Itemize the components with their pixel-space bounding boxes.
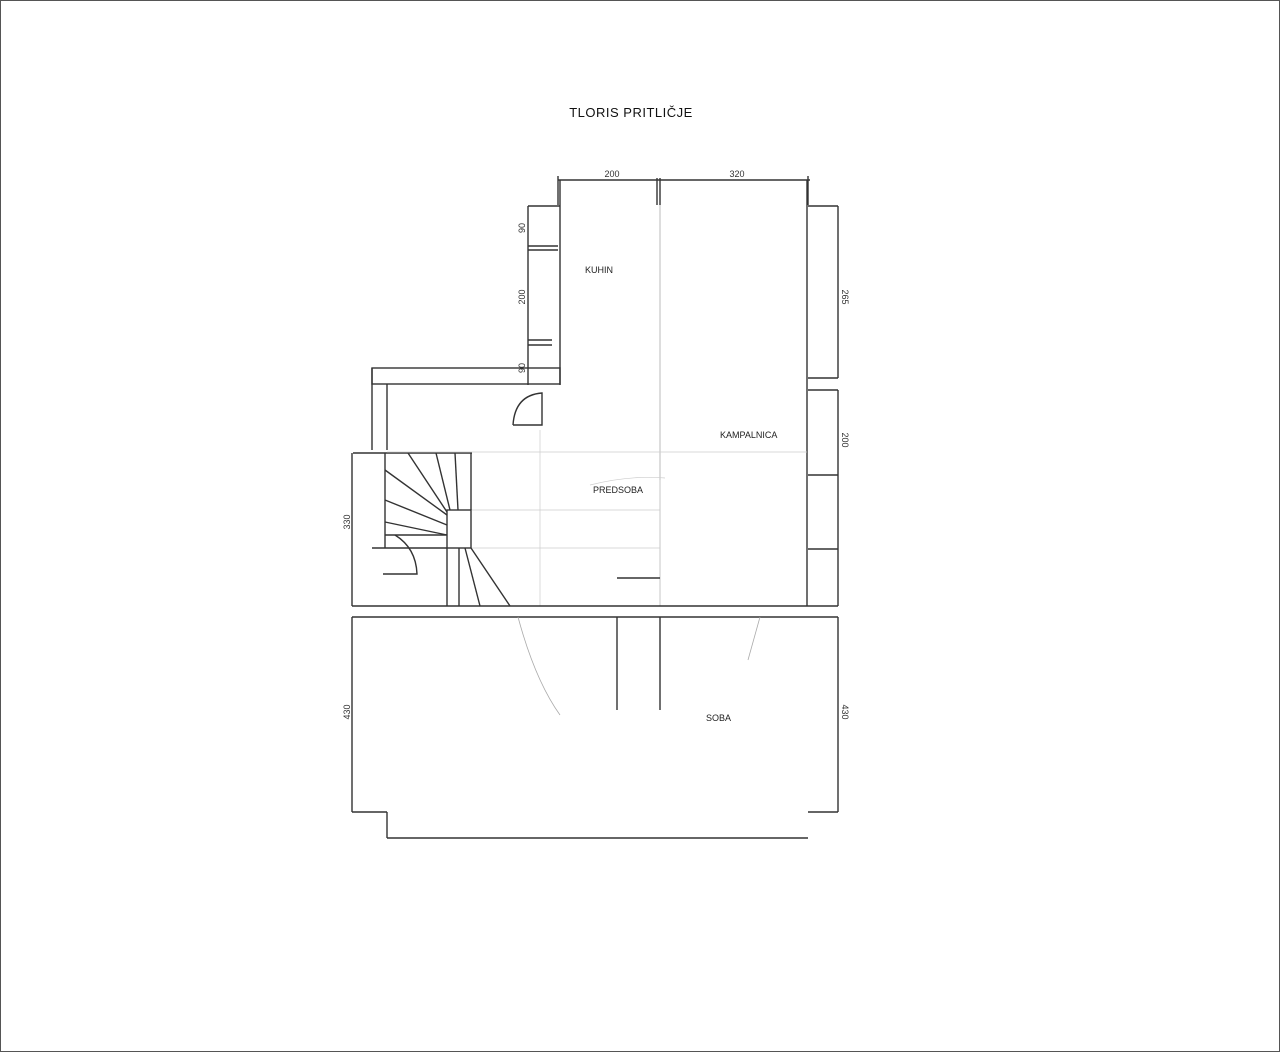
dim-top-left: 200: [604, 169, 619, 179]
dim-top-right: 320: [729, 169, 744, 179]
plan-title: TLORIS PRITLIČJE: [569, 105, 693, 120]
dim-left-middle: 330: [342, 514, 352, 529]
dim-right-upper: 265: [840, 289, 850, 304]
upper-walls: [527, 180, 839, 606]
top-dimension-line: [557, 176, 810, 205]
room-label-kitchen: KUHIN: [585, 265, 613, 275]
dim-right-lower: 430: [840, 704, 850, 719]
room-label-living: SOBA: [706, 713, 731, 723]
interior-guides: [387, 430, 807, 606]
dim-left-upper-1: 90: [517, 223, 527, 233]
room-label-bathroom: KAMPALNICA: [720, 430, 777, 440]
dim-left-upper-2: 200: [517, 289, 527, 304]
lower-walls: [351, 616, 839, 839]
dim-left-lower: 430: [342, 704, 352, 719]
staircase: [353, 367, 561, 607]
room-label-hall: PREDSOBA: [593, 485, 643, 495]
dim-right-middle: 200: [840, 432, 850, 447]
middle-wall: [351, 453, 838, 618]
